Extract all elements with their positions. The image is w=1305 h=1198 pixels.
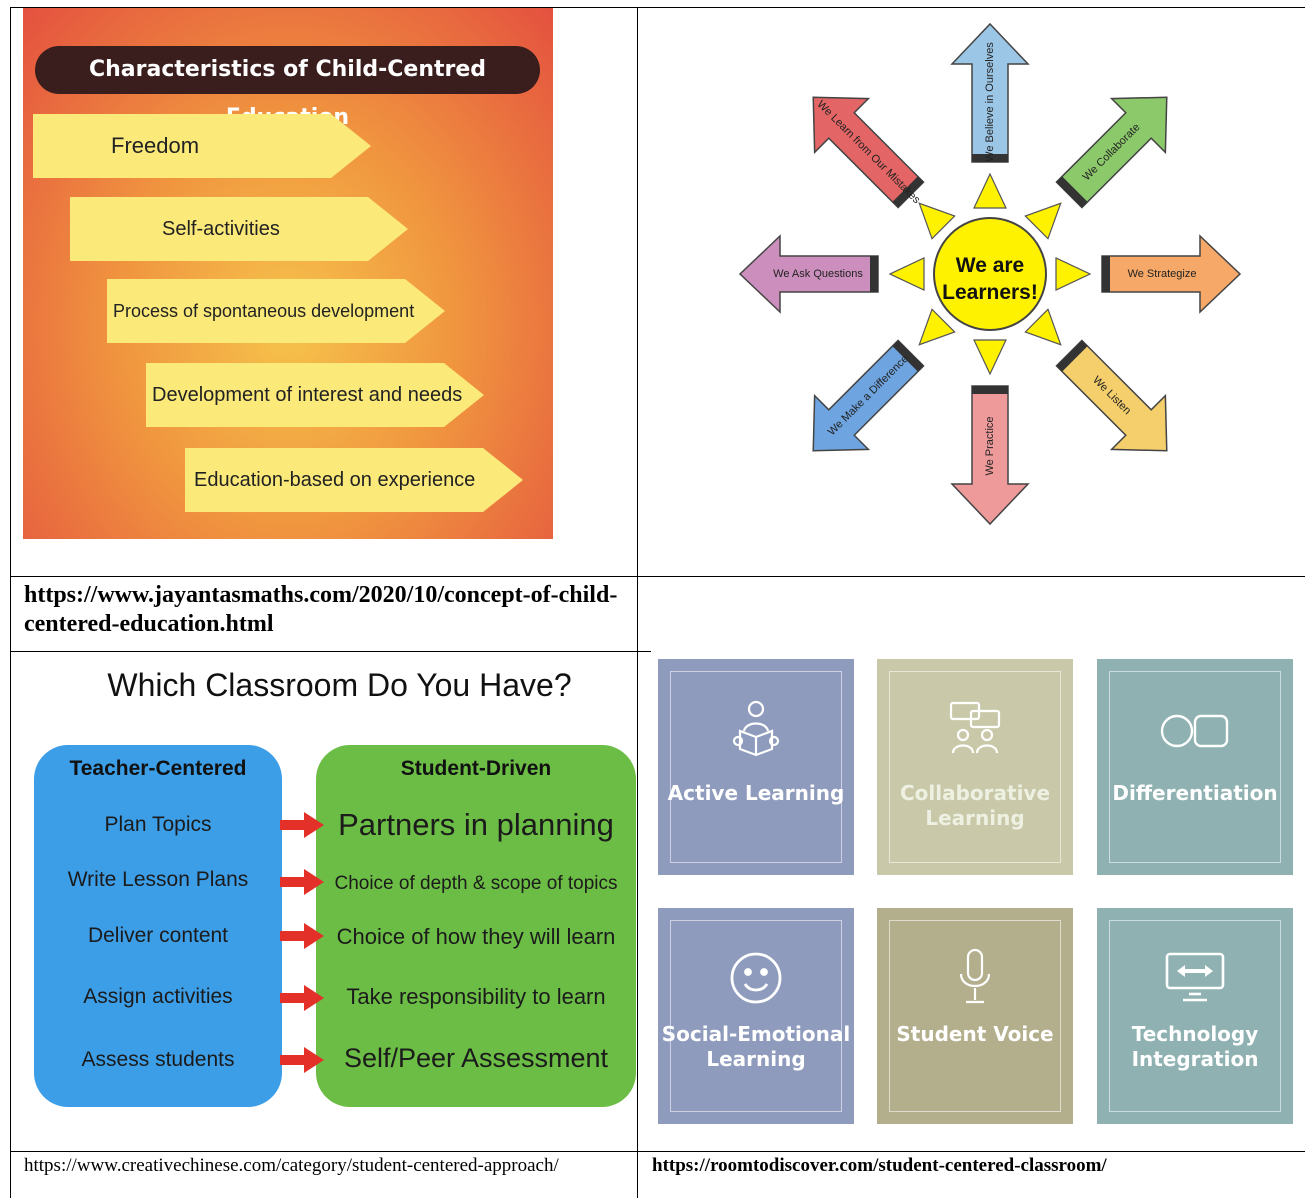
teacher-item: Deliver content: [87, 924, 229, 947]
sun-ray: [1024, 202, 1062, 240]
tile-label: Collaborative Learning: [899, 781, 1051, 830]
sun-ray: [1024, 308, 1062, 346]
teacher-item: Assign activities: [83, 985, 233, 1008]
teacher-item: Write Lesson Plans: [67, 868, 249, 891]
cce-item-label: Education-based on experience: [194, 469, 476, 491]
learner-arrow: We Collaborate: [1055, 96, 1168, 209]
cce-title: Characteristics of Child-Centred Educati…: [35, 46, 540, 130]
right-arrow-icon: [280, 869, 324, 895]
student-item: Choice of how they will learn: [336, 924, 616, 949]
learners-center-text: We are: [956, 254, 1025, 277]
teacher-item: Plan Topics: [104, 813, 212, 836]
child-centred-education-image: Characteristics of Child-Centred Educati…: [23, 8, 553, 539]
tile-collaborative-learning: Collaborative Learning: [877, 659, 1073, 875]
tile-differentiation: Differentiation: [1097, 659, 1293, 875]
learner-arrow: We Make a Difference: [812, 339, 925, 452]
table-row-divider-3: [10, 1151, 1305, 1152]
right-arrow-icon: [280, 812, 324, 838]
right-arrow-icon: [280, 1047, 324, 1073]
tile-label: Differentiation: [1112, 781, 1278, 805]
classroom-source-link[interactable]: https://www.creativechinese.com/category…: [24, 1155, 559, 1176]
learner-arrow-label: We Learn from Our Mistakes: [815, 98, 923, 206]
student-driven-box: Student-Driven Partners in planning Choi…: [316, 745, 636, 1107]
cce-item-label: Freedom: [111, 133, 200, 158]
teacher-centered-box: Teacher-Centered Plan Topics Write Lesso…: [34, 745, 282, 1107]
cce-item-spontaneous: Process of spontaneous development: [107, 279, 445, 343]
cce-item-freedom: Freedom: [33, 114, 371, 178]
chat-people-icon: [877, 697, 1073, 757]
cce-item-interest: Development of interest and needs: [146, 363, 484, 427]
smiley-icon: [658, 946, 854, 1006]
cce-item-experience: Education-based on experience: [185, 448, 523, 512]
teacher-centered-heading: Teacher-Centered: [69, 757, 247, 780]
student-item: Choice of depth & scope of topics: [334, 873, 618, 894]
table-border-middle: [637, 7, 638, 1198]
student-centered-tiles-image: Active Learning Collaborative Learning D…: [651, 651, 1305, 1151]
tile-label: Student Voice: [896, 1022, 1054, 1046]
cce-source-link[interactable]: https://www.jayantasmaths.com/2020/10/co…: [24, 582, 618, 637]
sun-ray: [918, 308, 956, 346]
student-item: Partners in planning: [338, 807, 614, 842]
tile-social-emotional-learning: Social-Emotional Learning: [658, 908, 854, 1124]
cce-item-self-activities: Self-activities: [70, 197, 408, 261]
tiles-source-link[interactable]: https://roomtodiscover.com/student-cente…: [652, 1155, 1107, 1176]
learner-arrow: We Practice: [950, 385, 1030, 526]
learner-arrow: We Believe in Ourselves: [950, 22, 1030, 163]
right-arrow-icon: [280, 923, 324, 949]
sun-ray: [888, 257, 925, 291]
we-are-learners-image: We Believe in Ourselves We Collaborate We …: [738, 22, 1242, 526]
table-border-left: [10, 7, 11, 1198]
tile-label: Social-Emotional Learning: [661, 1022, 851, 1071]
learner-arrow: We Strategize: [1101, 234, 1242, 314]
learner-arrow: We Ask Questions: [738, 234, 879, 314]
table-border-top: [10, 7, 1305, 8]
sun-ray: [973, 339, 1007, 376]
sun-ray: [973, 172, 1007, 209]
monitor-icon: [1097, 946, 1293, 1006]
tile-label: Technology Integration: [1131, 1022, 1259, 1071]
learner-arrow-label: We Make a Difference: [826, 353, 911, 438]
cce-item-label: Process of spontaneous development: [113, 301, 415, 321]
student-item: Self/Peer Assessment: [343, 1043, 609, 1073]
teacher-item: Assess students: [81, 1048, 235, 1071]
tile-active-learning: Active Learning: [658, 659, 854, 875]
learner-arrow-label: We Believe in Ourselves: [984, 42, 996, 162]
learner-arrow-label: We Practice: [984, 416, 996, 475]
learner-arrow-label: We Ask Questions: [773, 268, 863, 280]
tile-technology-integration: Technology Integration: [1097, 908, 1293, 1124]
sun-ray: [918, 202, 956, 240]
learner-arrow-label: We Strategize: [1128, 268, 1197, 280]
sun-ray: [1055, 257, 1092, 291]
right-arrow-icon: [280, 985, 324, 1011]
learner-arrow: We Listen: [1055, 339, 1168, 452]
tile-label: Active Learning: [667, 781, 845, 805]
table-row-divider-1: [10, 576, 1305, 577]
shapes-icon: [1097, 697, 1293, 757]
classroom-title: Which Classroom Do You Have?: [107, 667, 572, 703]
tile-student-voice: Student Voice: [877, 908, 1073, 1124]
cce-item-label: Self-activities: [162, 218, 280, 240]
student-item: Take responsibility to learn: [346, 984, 606, 1009]
student-driven-heading: Student-Driven: [400, 757, 552, 780]
cce-item-label: Development of interest and needs: [152, 384, 463, 406]
which-classroom-image: Which Classroom Do You Have? Teacher-Cen…: [12, 655, 637, 1115]
microphone-icon: [877, 946, 1073, 1006]
learners-center-text: Learners!: [942, 281, 1038, 304]
reader-icon: [658, 697, 854, 757]
